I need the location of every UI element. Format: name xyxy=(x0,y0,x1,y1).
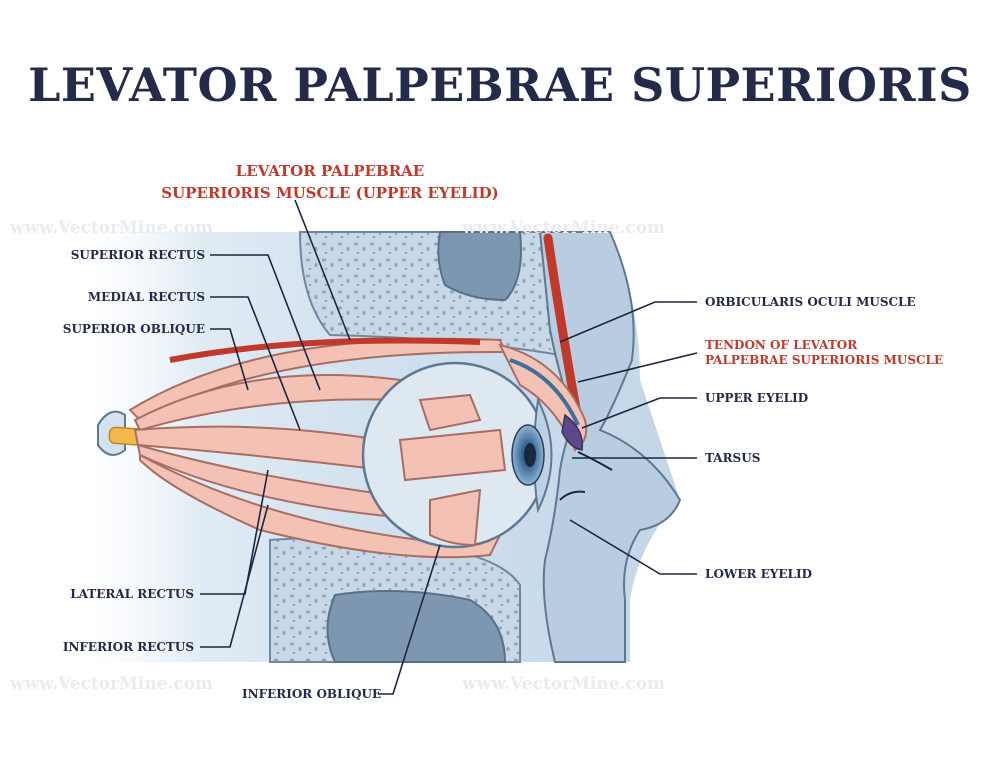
orbital-floor-bone xyxy=(269,537,521,663)
eyelids xyxy=(498,343,613,501)
label-lateral-rectus: LATERAL RECTUS xyxy=(70,587,194,601)
extraocular-muscles xyxy=(128,337,507,559)
levator-muscle-label-line2: SUPERIORIS MUSCLE (UPPER EYELID) xyxy=(161,184,499,202)
label-upper-eyelid: UPPER EYELID xyxy=(705,391,809,405)
label-inferior-oblique: INFERIOR OBLIQUE xyxy=(242,687,382,701)
label-tendon-line2: PALPEBRAE SUPERIORIS MUSCLE xyxy=(705,353,944,367)
orbital-roof-bone xyxy=(298,231,561,357)
eyeball xyxy=(361,361,553,549)
label-superior-oblique: SUPERIOR OBLIQUE xyxy=(62,322,205,336)
label-lower-eyelid: LOWER EYELID xyxy=(705,567,812,581)
label-superior-rectus: SUPERIOR RECTUS xyxy=(70,248,205,262)
page-title: LEVATOR PALPEBRAE SUPERIORIS xyxy=(28,58,972,112)
label-medial-rectus: MEDIAL RECTUS xyxy=(87,290,205,304)
label-inferior-rectus: INFERIOR RECTUS xyxy=(62,640,194,654)
watermark: www.VectorMine.com xyxy=(462,218,666,238)
watermark: www.VectorMine.com xyxy=(462,674,666,694)
label-tendon-line1: TENDON OF LEVATOR xyxy=(705,338,858,352)
levator-muscle-label-line1: LEVATOR PALPEBRAE xyxy=(235,162,425,180)
label-orbicularis-oculi: ORBICULARIS OCULI MUSCLE xyxy=(705,295,916,309)
levator-muscle-label: LEVATOR PALPEBRAE SUPERIORIS MUSCLE (UPP… xyxy=(120,160,540,204)
leader-lines xyxy=(200,199,698,695)
label-tarsus: TARSUS xyxy=(705,451,761,465)
watermark: www.VectorMine.com xyxy=(10,674,214,694)
watermark: www.VectorMine.com xyxy=(10,218,214,238)
